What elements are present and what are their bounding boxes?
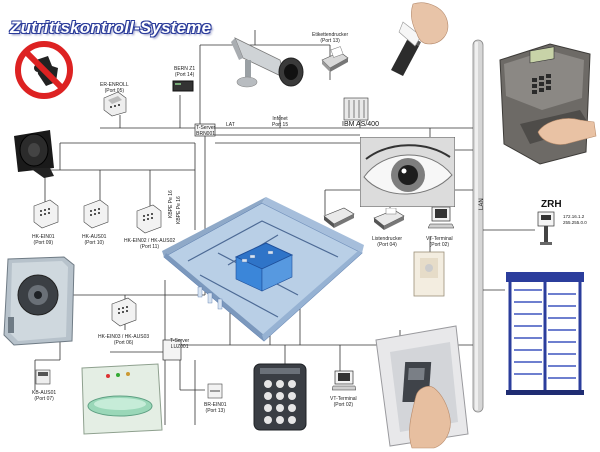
fingerprint-reader-icon — [375, 325, 469, 449]
printer-icon — [323, 207, 355, 228]
hand-reader-hk-ein02-icon — [136, 204, 162, 234]
keypad-icon — [253, 363, 307, 431]
eye-scan-icon — [360, 137, 455, 207]
building-model-icon — [162, 197, 364, 342]
t-server-top — [194, 123, 216, 137]
br-reader-icon — [207, 383, 223, 399]
hand-reader-hk-ein01-icon — [33, 199, 59, 229]
bern-z1-label: BERN Z1(Port 14) — [174, 66, 196, 78]
no-entry-sign-icon — [15, 41, 73, 99]
etiketten-label: Etikettendrucker(Port 13) — [312, 32, 349, 44]
hand-geometry-reader-icon — [499, 43, 597, 165]
vt-terminal-top-label: VT-Terminal(Port 02) — [426, 236, 453, 248]
card-printer-icon — [321, 46, 349, 72]
siren-speaker-icon — [14, 130, 54, 178]
control-panel-icon — [81, 363, 163, 435]
controller-unit-icon — [172, 80, 194, 92]
terminal-bottom-icon — [332, 370, 356, 391]
enroll-reader-icon — [103, 91, 127, 117]
zrh-ip-label: 172.16.1.2 255.255.0.0 — [563, 214, 587, 225]
lat-label: LAT — [226, 122, 235, 128]
kbpe-16b-label: KBPE Pe 16 — [176, 196, 182, 224]
zrh-label: ZRH — [541, 199, 562, 210]
hk-aus01-label: HK-AUS01(Port 10) — [82, 234, 107, 246]
kb-aus01-label: KB-AUS01(Port 07) — [32, 390, 57, 402]
hk-ein03-label: HK-EIN03 / HK-AUS03(Port 06) — [98, 334, 150, 346]
lan-label: LAN — [479, 198, 485, 210]
br-ein01-label: BR-EIN01(Port 13) — [204, 402, 227, 414]
motion-sensor-icon — [413, 251, 445, 297]
proximity-reader-icon — [3, 256, 75, 346]
vt-terminal-bottom-label: VT-Terminal(Port 02) — [330, 396, 357, 408]
zrh-terminal-icon — [537, 211, 555, 245]
kb-reader-icon — [35, 369, 51, 385]
security-camera-icon — [231, 37, 304, 88]
hand-reader-hk-ein03-icon — [111, 297, 137, 327]
card-swipe-reader-icon — [391, 2, 449, 76]
listendrucker-label: Listendrucker(Port 04) — [372, 236, 403, 248]
hk-ein01-label: HK-EIN01(Port 09) — [32, 234, 55, 246]
mainframe-server-icon — [343, 97, 369, 121]
list-printer-icon — [373, 208, 405, 230]
hk-ein02-label: HK-EIN02 / HK-AUS02(Port 11) — [124, 238, 176, 250]
t-server-bottom — [162, 339, 182, 361]
turnstile-icon — [506, 272, 584, 395]
terminal-icon — [428, 206, 454, 229]
hand-reader-hk-aus01-icon — [83, 199, 109, 229]
diagram-title: Zutrittskontroll-Systeme — [10, 18, 212, 37]
er-enroll-label: ER-ENROLL(Port 05) — [100, 82, 129, 94]
kbpe-16-label: KBPE Pe 16 — [168, 190, 174, 218]
ibm-as400-label: IBM AS/400 — [342, 121, 379, 128]
